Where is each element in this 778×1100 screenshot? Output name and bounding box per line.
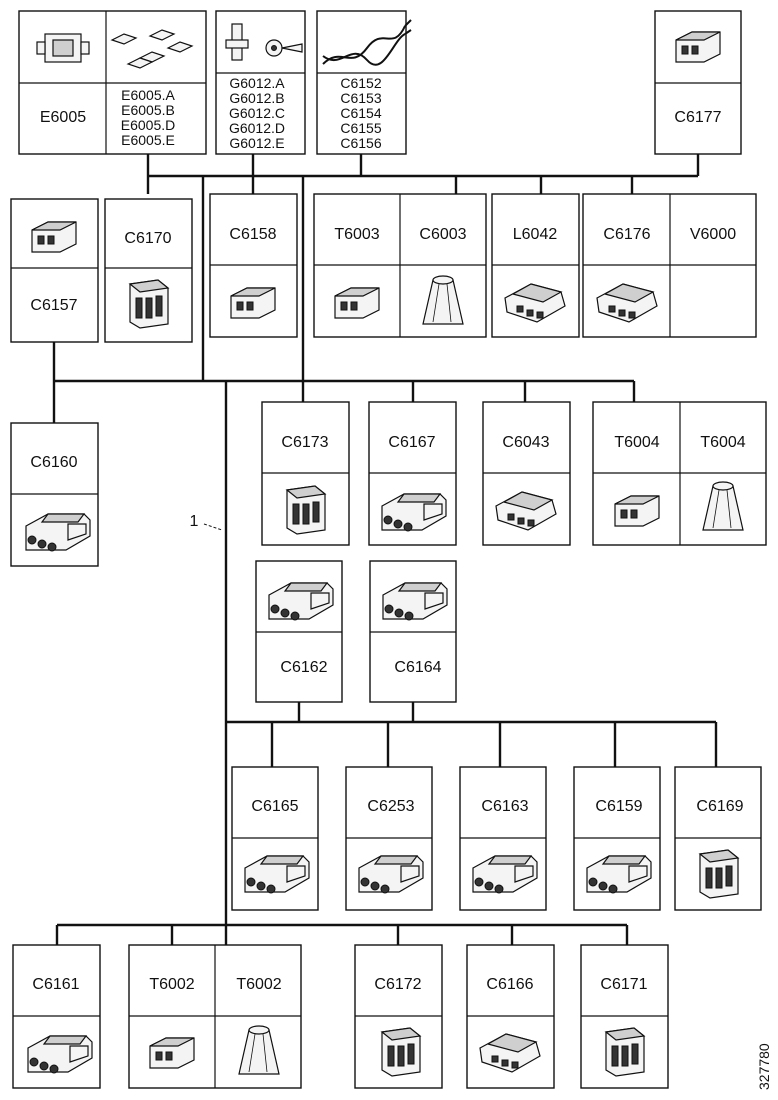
group-sub-label: G6012.E	[229, 135, 284, 151]
group-c6177: C6177	[654, 10, 742, 155]
callout-leader	[203, 523, 223, 531]
connector-label: C6165	[251, 798, 298, 815]
group-sub-label: C6156	[340, 135, 381, 151]
connector-icon	[699, 849, 739, 899]
connector-c6170: C6170	[104, 198, 193, 343]
connector-c6162: C6162	[255, 560, 343, 703]
group-sub-label: G6012.B	[229, 90, 284, 106]
connector-t6003-c6003: T6003 C6003	[313, 193, 487, 338]
connector-c6173: C6173	[261, 401, 350, 546]
connector-label: C6043	[502, 434, 549, 451]
connector-body-icon	[36, 33, 90, 63]
group-sub-label: G6012.D	[229, 120, 285, 136]
callout-number: 1	[190, 513, 199, 530]
connector-c6164: C6164	[369, 560, 457, 703]
connector-label: C6003	[419, 226, 466, 243]
connector-label: C6163	[481, 798, 528, 815]
connector-c6253: C6253	[345, 766, 433, 911]
connector-label: V6000	[690, 226, 736, 243]
connector-c6159: C6159	[573, 766, 661, 911]
connector-label: C6169	[696, 798, 743, 815]
connector-label: C6166	[486, 976, 533, 993]
connector-label: L6042	[513, 226, 558, 243]
connector-icon	[129, 279, 169, 329]
terminal-housing-icon	[334, 287, 380, 319]
connector-label: C6160	[30, 454, 77, 471]
connector-icon	[230, 287, 276, 319]
connector-label: T6004	[700, 434, 745, 451]
harness-wires	[52, 154, 718, 945]
connector-label: T6002	[236, 976, 281, 993]
connector-label: C6177	[674, 109, 721, 126]
connector-label: T6002	[149, 976, 194, 993]
connector-label: T6003	[334, 226, 379, 243]
group-g6012: G6012.A G6012.B G6012.C G6012.D G6012.E	[215, 10, 306, 155]
connector-label: C6172	[374, 976, 421, 993]
group-sub-label: C6155	[340, 120, 381, 136]
terminal-housing-icon	[614, 495, 660, 527]
connector-label: C6167	[388, 434, 435, 451]
group-sub-label: E6005.A	[121, 87, 175, 103]
connector-c6165: C6165	[231, 766, 319, 911]
connector-label: C6176	[603, 226, 650, 243]
connector-c6167: C6167	[368, 401, 457, 546]
group-sub-label: C6153	[340, 90, 381, 106]
connector-label: T6004	[614, 434, 659, 451]
connector-c6176-v6000: C6176 V6000	[582, 193, 757, 338]
connector-label: C6173	[281, 434, 328, 451]
terminal-housing-icon	[149, 1037, 195, 1069]
connector-c6157: C6157	[10, 198, 99, 343]
connector-icon	[381, 1027, 421, 1077]
connector-icon	[286, 485, 326, 535]
connector-c6161: C6161	[12, 944, 101, 1089]
connector-c6171: C6171	[580, 944, 669, 1089]
connector-label: C6253	[367, 798, 414, 815]
group-sub-label: C6154	[340, 105, 381, 121]
connector-c6158: C6158	[209, 193, 298, 338]
group-label: E6005	[40, 109, 86, 126]
connector-c6163: C6163	[459, 766, 547, 911]
group-c6152: C6152 C6153 C6154 C6155 C6156	[316, 10, 412, 155]
group-sub-label: E6005.E	[121, 132, 175, 148]
connector-l6042: L6042	[491, 193, 580, 338]
connector-c6160: C6160	[10, 422, 99, 567]
connector-label: C6157	[30, 297, 77, 314]
connector-icon	[605, 1027, 645, 1077]
connector-label: C6170	[124, 230, 171, 247]
connector-c6043: C6043	[482, 401, 571, 546]
connector-label: C6161	[32, 976, 79, 993]
connector-label: C6162	[280, 659, 327, 676]
connector-label: C6171	[600, 976, 647, 993]
connector-icon	[675, 31, 721, 63]
connector-icon	[31, 221, 77, 253]
group-sub-label: E6005.B	[121, 102, 175, 118]
connector-t6002-pair: T6002 T6002	[128, 944, 302, 1089]
connector-c6166: C6166	[466, 944, 555, 1089]
group-sub-label: E6005.D	[121, 117, 175, 133]
connector-t6004-pair: T6004 T6004	[592, 401, 767, 546]
connector-label: C6159	[595, 798, 642, 815]
terminal-icons	[110, 29, 194, 69]
group-e6005: E6005 E6005.A E6005.B E6005.D E6005.E	[18, 10, 207, 155]
connector-c6169: C6169	[674, 766, 762, 911]
group-sub-label: G6012.C	[229, 105, 285, 121]
group-sub-label: C6152	[340, 75, 381, 91]
group-sub-label: G6012.A	[229, 75, 285, 91]
connector-c6172: C6172	[354, 944, 443, 1089]
connector-label: C6164	[394, 659, 441, 676]
reference-number: 327780	[756, 1043, 772, 1090]
connector-label: C6158	[229, 226, 276, 243]
